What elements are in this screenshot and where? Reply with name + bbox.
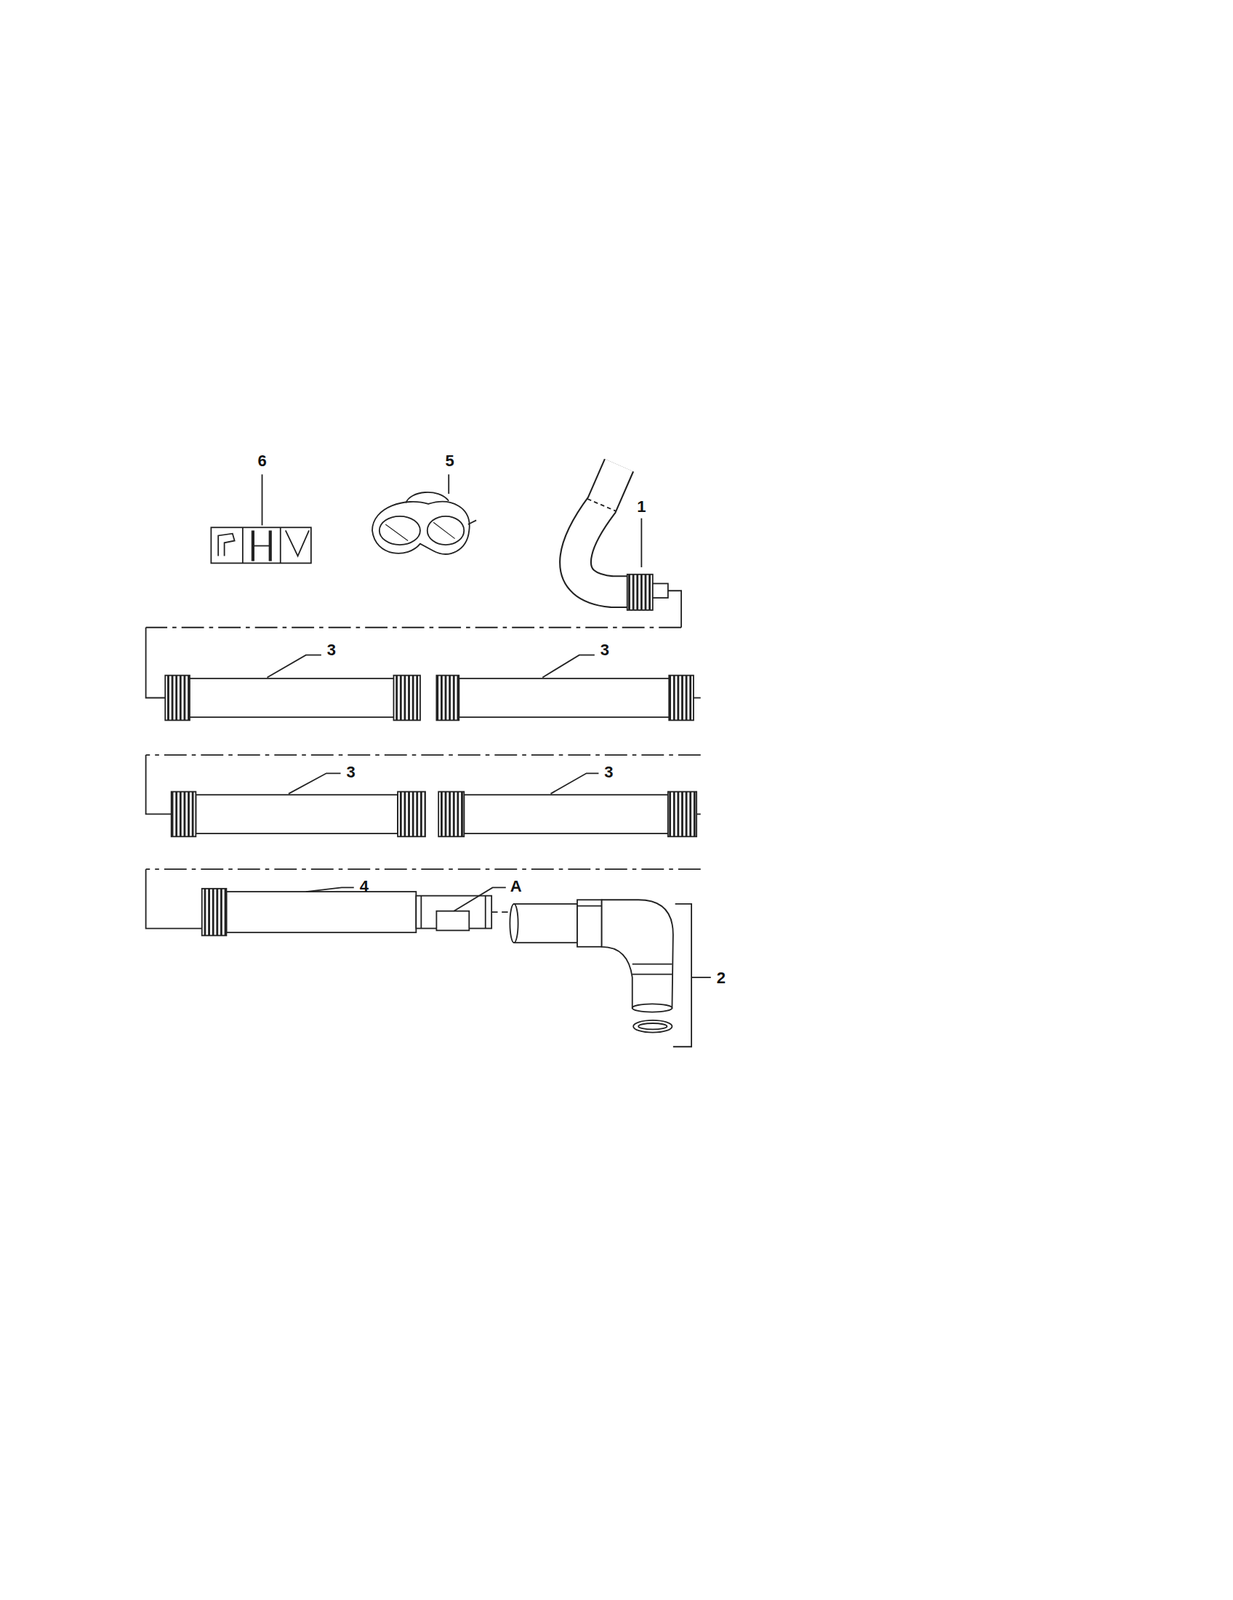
- callout-number: 3: [346, 764, 355, 781]
- callout-number: 3: [327, 641, 336, 658]
- clip-part: [210, 527, 311, 563]
- callout-number: 3: [604, 764, 613, 781]
- curved-elbow-part: [575, 465, 669, 610]
- nozzle-tube-part: [202, 888, 492, 936]
- callout-number: A: [510, 878, 522, 895]
- leader-line: [267, 655, 600, 911]
- callout-number: 4: [359, 878, 369, 895]
- callout-number: 2: [716, 969, 726, 986]
- tube-part: [171, 791, 426, 837]
- leader-line: [447, 474, 450, 494]
- leader-line: [261, 474, 264, 525]
- callout-number: 6: [257, 452, 267, 469]
- callout-number: 3: [600, 641, 610, 658]
- tube-part: [436, 675, 694, 721]
- goggles-part: [372, 474, 477, 554]
- callout-number: 5: [445, 452, 455, 469]
- callout-number: 1: [636, 498, 646, 515]
- tube-part: [438, 791, 697, 837]
- assembly-lines: [146, 590, 701, 928]
- tube-part: [165, 675, 421, 721]
- elbow-part: [509, 899, 711, 1047]
- leader-line: [640, 518, 642, 568]
